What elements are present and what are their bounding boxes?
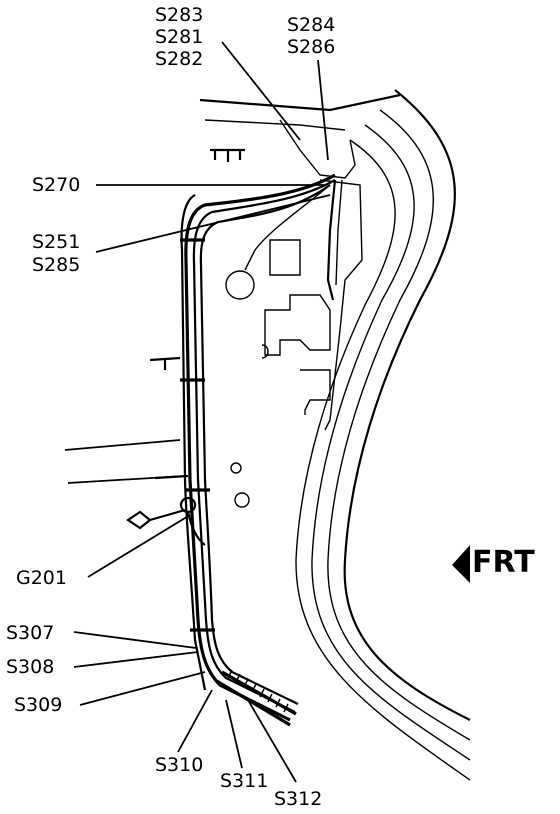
leader-s307	[73, 631, 197, 649]
inner-panel	[180, 194, 207, 691]
leader-s311	[225, 699, 243, 769]
ground-bolt	[126, 508, 186, 530]
harness-main-2	[192, 179, 336, 713]
leader-g201	[87, 514, 191, 578]
label-s308: S308	[6, 656, 55, 678]
body-outline-inner-2	[311, 124, 471, 761]
label-g201: G201	[16, 567, 67, 589]
ground-terminal	[179, 496, 197, 514]
panel-hole-2	[234, 492, 250, 508]
panel-hole-1	[225, 270, 255, 300]
body-outline-outer	[343, 89, 471, 721]
label-s270: S270	[32, 174, 81, 196]
roof-rail-lower	[204, 119, 346, 131]
panel-cutout	[264, 294, 331, 356]
panel-edge	[319, 179, 363, 431]
roof-rail	[199, 93, 401, 112]
conduit-2	[221, 670, 297, 716]
panel-hole-3	[230, 462, 242, 474]
label-s311: S311	[220, 770, 269, 792]
harness-main-1	[184, 173, 336, 722]
panel-window	[269, 239, 301, 276]
label-s251: S251	[32, 231, 81, 253]
harness-main-3	[199, 184, 331, 705]
label-s312: S312	[274, 788, 323, 810]
leader-s309	[79, 671, 206, 706]
leader-s284	[317, 59, 329, 161]
frt-arrow-icon	[452, 545, 470, 583]
harness-branch-top	[244, 184, 331, 271]
label-s285: S285	[32, 254, 81, 276]
label-s310: S310	[155, 754, 204, 776]
leader-s308	[73, 651, 199, 668]
harness-branch-down	[326, 179, 337, 301]
top-clip	[210, 148, 245, 162]
conduit-ribs	[227, 669, 289, 713]
label-s309: S309	[14, 694, 63, 716]
body-outline-inner-3	[295, 139, 471, 781]
panel-cutout-2	[300, 369, 331, 415]
leader-s310	[177, 689, 213, 753]
panel-hook	[261, 344, 269, 359]
label-s307: S307	[6, 622, 55, 644]
body-outline-inner-1	[327, 109, 471, 741]
frt-label: FRT	[472, 545, 535, 580]
conduit-1	[214, 678, 291, 727]
label-s284: S284	[287, 14, 336, 36]
harness-branch-down-2	[335, 179, 343, 286]
leader-left-2	[67, 475, 186, 484]
leader-left-1	[64, 439, 181, 451]
label-s282: S282	[155, 48, 204, 70]
leader-s312	[247, 699, 297, 783]
label-s286: S286	[287, 36, 336, 58]
label-s281: S281	[155, 26, 204, 48]
leader-s283	[221, 41, 301, 141]
leader-s251	[95, 194, 331, 253]
side-clip-1	[149, 356, 181, 370]
label-s283: S283	[155, 4, 204, 26]
